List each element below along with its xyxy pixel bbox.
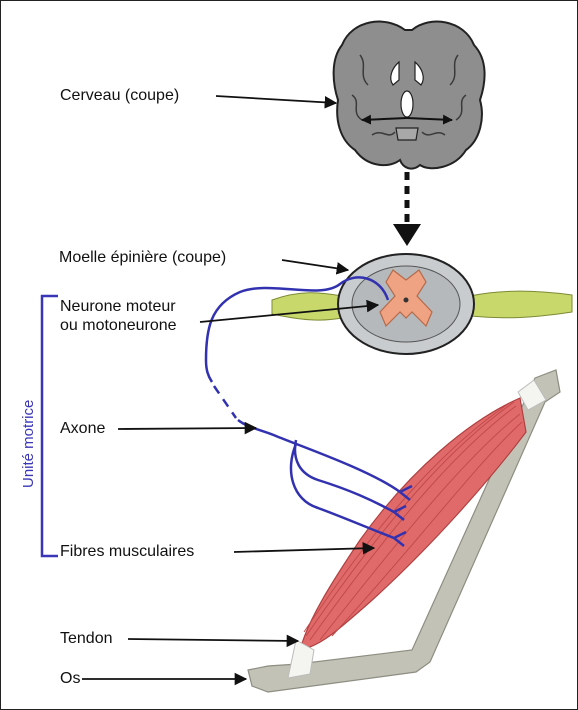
axon-label: Axone: [60, 419, 105, 438]
muscle: [288, 380, 546, 678]
motor-unit-label: Unité motrice: [20, 400, 37, 488]
spinal-cord-label: Moelle épinière (coupe): [59, 248, 226, 267]
tendon-label: Tendon: [60, 629, 113, 648]
tendon-pointer: [128, 639, 298, 641]
muscle-fibers-label: Fibres musculaires: [60, 542, 194, 561]
motor-unit-bracket: [42, 296, 58, 556]
motor-neuron-label-line1: Neurone moteur: [60, 297, 176, 316]
motor-neuron-label-line2: ou motoneurone: [60, 316, 177, 335]
brain-section: [334, 22, 485, 246]
spinal-cord-section: [272, 254, 572, 354]
brain-pointer: [216, 96, 336, 103]
bone-label: Os: [60, 669, 80, 688]
brain-label: Cerveau (coupe): [60, 86, 179, 105]
axon-pointer: [118, 428, 256, 429]
spinal-cord-pointer: [282, 260, 348, 270]
